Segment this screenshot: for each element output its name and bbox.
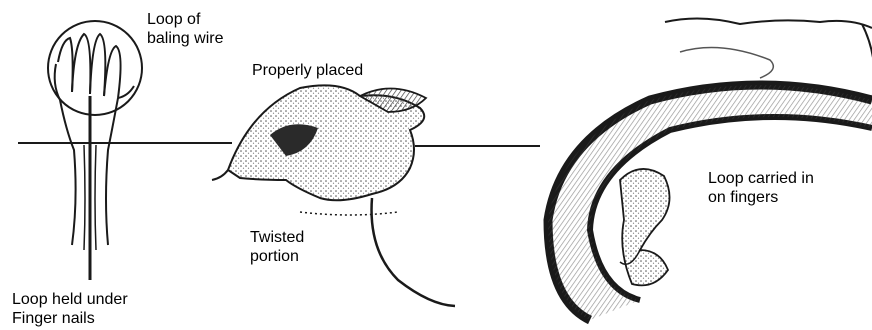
label-loop-carried-in-on-fingers: Loop carried in on fingers (708, 169, 814, 207)
label-line: Loop carried in (708, 169, 814, 188)
label-line: Finger nails (12, 309, 128, 328)
label-line: portion (250, 247, 304, 266)
uterus-top-texture (680, 48, 773, 79)
fingertip-magnifier-circle (48, 21, 142, 115)
label-properly-placed: Properly placed (252, 61, 363, 80)
label-line: Loop held under (12, 290, 128, 309)
twisted-wire-portion (372, 198, 455, 306)
fingers-sketch (55, 34, 134, 100)
fetal-lamb-sketch (620, 169, 670, 285)
label-twisted-portion: Twisted portion (250, 228, 304, 266)
label-loop-held-under-finger-nails: Loop held under Finger nails (12, 290, 128, 328)
lamb-muzzle (212, 170, 228, 180)
wire-loop-on-head (300, 212, 398, 215)
label-line: Loop of (147, 10, 223, 29)
label-line: Properly placed (252, 61, 363, 80)
label-loop-of-baling-wire: Loop of baling wire (147, 10, 223, 48)
label-line: Twisted (250, 228, 304, 247)
uterus-top-contour (665, 18, 872, 28)
panel-hand-holding-loop (18, 21, 232, 280)
panel-lamb-head-loop (212, 85, 540, 306)
label-line: on fingers (708, 188, 814, 207)
uterus-side-wall (862, 24, 872, 100)
label-line: baling wire (147, 29, 223, 48)
